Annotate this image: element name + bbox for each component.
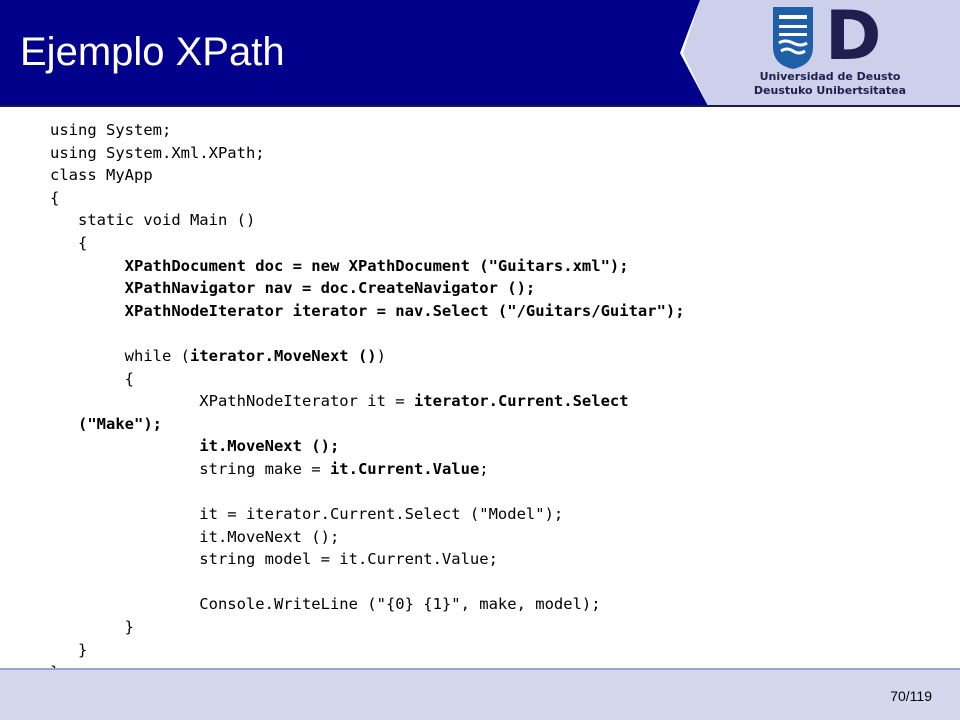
code-segment-bold: XPathNavigator nav = doc.CreateNavigator… (50, 279, 536, 298)
code-line: XPathDocument doc = new XPathDocument ("… (50, 255, 685, 278)
code-line: it.MoveNext (); (50, 526, 685, 549)
code-line: XPathNodeIterator iterator = nav.Select … (50, 300, 685, 323)
code-segment: using System.Xml.XPath; (50, 143, 265, 162)
code-line: XPathNodeIterator it = iterator.Current.… (50, 390, 685, 413)
code-line: { (50, 232, 685, 255)
slide-header: Ejemplo XPath D Universidad de Deusto De… (0, 0, 960, 106)
code-segment-bold: XPathDocument doc = new XPathDocument ("… (50, 256, 629, 275)
code-line: Console.WriteLine ("{0} {1}", make, mode… (50, 593, 685, 616)
logo-letter: D (825, 5, 881, 76)
page-number: 70/119 (890, 688, 932, 704)
code-line (50, 322, 685, 345)
code-line: ("Make"); (50, 413, 685, 436)
code-segment: static void Main () (50, 211, 256, 230)
university-name: Universidad de Deusto Deustuko Unibertsi… (735, 70, 925, 98)
university-line-2: Deustuko Unibertsitatea (753, 84, 907, 97)
code-segment: Console.WriteLine ("{0} {1}", make, mode… (50, 595, 601, 614)
code-block: using System; using System.Xml.XPath; clas… (50, 119, 685, 684)
code-segment-bold: XPathNodeIterator iterator = nav.Select … (50, 301, 685, 320)
code-line: static void Main () (50, 209, 685, 232)
code-line: string model = it.Current.Value; (50, 548, 685, 571)
university-logo: D (773, 5, 881, 76)
code-line: while (iterator.MoveNext ()) (50, 345, 685, 368)
code-segment-bold: iterator.MoveNext () (189, 346, 377, 365)
code-segment: while ( (50, 346, 190, 365)
code-segment-bold: ("Make"); (50, 414, 162, 433)
code-segment-bold: it.Current.Value (329, 459, 480, 478)
code-segment: XPathNodeIterator it = (50, 392, 414, 411)
code-line: XPathNavigator nav = doc.CreateNavigator… (50, 277, 685, 300)
code-line: { (50, 187, 685, 210)
code-segment-bold: it.MoveNext (); (199, 437, 340, 456)
code-segment: string make = (50, 459, 330, 478)
code-segment: it = iterator.Current.Select ("Model"); (50, 505, 564, 524)
code-segment (50, 437, 199, 455)
code-line (50, 481, 685, 504)
code-segment: it.MoveNext (); (50, 527, 340, 546)
code-segment: { (50, 188, 60, 207)
code-line: using System; (50, 119, 685, 142)
slide-title: Ejemplo XPath (20, 30, 285, 74)
code-line: it = iterator.Current.Select ("Model"); (50, 503, 685, 526)
code-segment: { (50, 233, 88, 252)
code-line: string make = it.Current.Value; (50, 458, 685, 481)
code-line: { (50, 368, 685, 391)
code-segment: ) (376, 346, 386, 365)
code-segment: string model = it.Current.Value; (50, 550, 498, 569)
shield-icon (773, 7, 813, 69)
code-segment: using System; (50, 121, 172, 139)
code-line: } (50, 616, 685, 639)
code-segment: { (50, 369, 134, 388)
slide-footer (0, 670, 960, 720)
code-line: it.MoveNext (); (50, 435, 685, 458)
code-line: } (50, 639, 685, 662)
university-line-1: Universidad de Deusto (759, 70, 901, 83)
header-divider (0, 105, 960, 107)
code-line (50, 571, 685, 594)
code-segment: } (50, 640, 88, 659)
code-line: using System.Xml.XPath; (50, 142, 685, 165)
code-segment: ; (479, 459, 489, 478)
code-segment-bold: iterator.Current.Select (413, 392, 629, 411)
footer-divider (0, 668, 960, 671)
code-segment: } (50, 618, 134, 637)
code-segment: class MyApp (50, 166, 153, 185)
code-line: class MyApp (50, 164, 685, 187)
